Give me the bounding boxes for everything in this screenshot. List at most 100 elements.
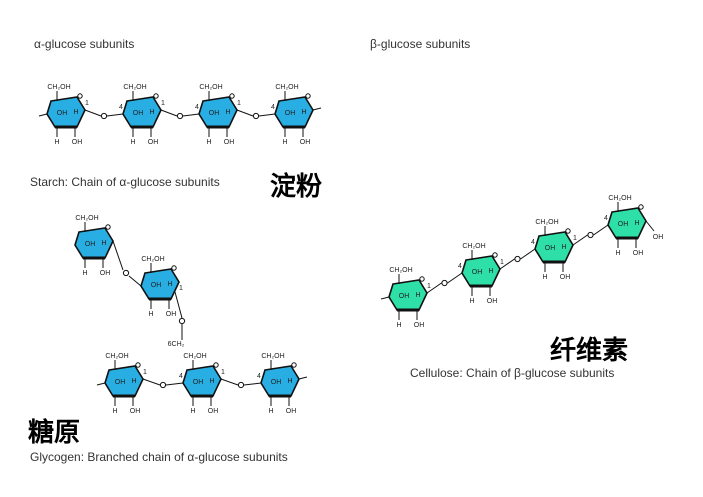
ring-oxygen-atom (305, 93, 311, 99)
glycosidic-bond (128, 275, 142, 287)
lower-h-label: H (542, 274, 547, 281)
ring-oh-label: OH (151, 282, 162, 289)
glycosidic-bond (499, 258, 515, 270)
lower-h-label: H (112, 408, 117, 415)
glycosidic-bond (572, 234, 588, 246)
carbon-4-label: 4 (604, 215, 608, 222)
carbon-4-label: 4 (179, 373, 183, 380)
glycogen-caption: Glycogen: Branched chain of α-glucose su… (30, 450, 288, 464)
ch2oh-label: CH₂OH (183, 353, 206, 360)
ring-oxygen-atom (153, 93, 159, 99)
branch-bond (174, 291, 183, 319)
ring-oh-label: OH (545, 245, 556, 252)
ch2oh-label: CH₂OH (608, 195, 631, 202)
c6-ch2-label: 6CH₂ (168, 341, 185, 348)
ring-oh-label: OH (472, 269, 483, 276)
ch2oh-label: CH₂OH (535, 219, 558, 226)
chain-stub (96, 382, 106, 386)
glycosidic-bond (520, 248, 536, 260)
lower-h-label: H (615, 250, 620, 257)
terminal-oh-label: OH (653, 234, 664, 241)
glucose-ring: CH₂OH OH H H OH OH (607, 195, 664, 257)
carbon-1-label: 1 (221, 369, 225, 376)
glycosidic-oxygen-atom (514, 255, 521, 263)
ring-oxygen-atom (492, 252, 498, 258)
ring-oh-label: OH (271, 379, 282, 386)
lower-oh-label: OH (72, 139, 83, 146)
ch2oh-label: CH₂OH (105, 353, 128, 360)
chain-stub (38, 113, 48, 117)
glycosidic-oxygen-atom (441, 279, 448, 287)
lower-oh-label: OH (300, 139, 311, 146)
ch2oh-label: CH₂OH (75, 215, 98, 222)
ring-oh-label: OH (209, 110, 220, 117)
carbon-1-label: 1 (237, 100, 241, 107)
ch2oh-label: CH₂OH (141, 256, 164, 263)
glycosidic-bond (182, 113, 200, 117)
glycosidic-bond (84, 109, 102, 117)
lower-h-label: H (469, 298, 474, 305)
ring-h-label: H (561, 244, 566, 251)
carbon-4-label: 4 (195, 104, 199, 111)
ch2oh-label: CH₂OH (275, 84, 298, 91)
lower-oh-label: OH (286, 408, 297, 415)
glycosidic-oxygen-atom (159, 381, 167, 389)
carbon-1-label: 1 (427, 283, 431, 290)
glycosidic-oxygen-atom (252, 112, 260, 120)
ring-h-label: H (149, 109, 154, 116)
ring-h-label: H (73, 109, 78, 116)
carbon-1-label: 1 (85, 100, 89, 107)
lower-h-label: H (148, 311, 153, 318)
ring-oh-label: OH (115, 379, 126, 386)
ring-oxygen-atom (638, 204, 644, 210)
ring-h-label: H (488, 268, 493, 275)
glycosidic-oxygen-atom (237, 381, 245, 389)
ch2oh-label: CH₂OH (47, 84, 70, 91)
ring-oh-label: OH (399, 293, 410, 300)
chain-stub (380, 296, 390, 300)
lower-oh-label: OH (100, 270, 111, 277)
ch2oh-label: CH₂OH (199, 84, 222, 91)
glycosidic-bond (426, 282, 442, 294)
carbon-4-label: 4 (531, 239, 535, 246)
lower-oh-label: OH (633, 250, 644, 257)
beta-glucose-header: β-glucose subunits (370, 37, 471, 51)
glycosidic-oxygen-atom (587, 231, 594, 239)
lower-h-label: H (130, 139, 135, 146)
ring-h-label: H (634, 220, 639, 227)
lower-oh-label: OH (130, 408, 141, 415)
ring-h-label: H (415, 292, 420, 299)
carbon-4-label: 4 (458, 263, 462, 270)
lower-oh-label: OH (148, 139, 159, 146)
glycosidic-bond (160, 109, 178, 117)
ring-oxygen-atom (213, 362, 219, 368)
lower-oh-label: OH (224, 139, 235, 146)
ring-oh-label: OH (618, 221, 629, 228)
cellulose-caption: Cellulose: Chain of β-glucose subunits (410, 366, 615, 380)
ring-oxygen-atom (171, 265, 177, 271)
carbon-1-label: 1 (143, 369, 147, 376)
starch-chinese-label: 淀粉 (270, 172, 323, 202)
glycosidic-oxygen-atom (176, 112, 184, 120)
ring-oxygen-atom (105, 224, 111, 230)
glycosidic-oxygen-atom (122, 269, 130, 277)
lower-oh-label: OH (487, 298, 498, 305)
ring-h-label: H (225, 109, 230, 116)
glycosidic-bond (142, 378, 161, 386)
glycosidic-bond (165, 382, 184, 386)
lower-h-label: H (82, 270, 87, 277)
ring-h-label: H (209, 378, 214, 385)
glycosidic-bond (220, 378, 239, 386)
ring-h-label: H (301, 109, 306, 116)
cellulose-chinese-label: 纤维素 (550, 336, 629, 366)
ch2oh-label: CH₂OH (389, 267, 412, 274)
